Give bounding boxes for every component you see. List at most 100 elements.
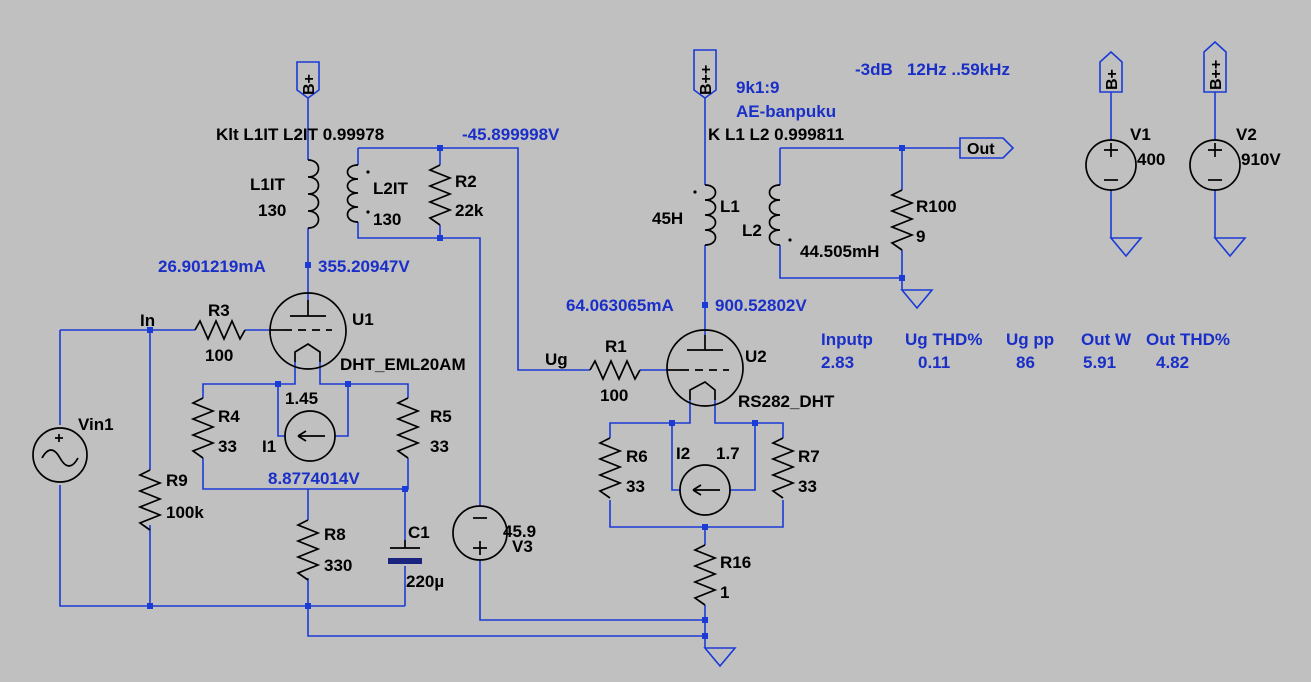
wires [59, 92, 1216, 648]
ground-symbol [1214, 237, 1246, 257]
resistor-r8[interactable] [295, 519, 321, 581]
svg-text:B++: B++ [1208, 60, 1225, 90]
svg-text:8.8774014V: 8.8774014V [268, 469, 360, 488]
svg-text:130: 130 [373, 210, 401, 229]
svg-text:R7: R7 [798, 447, 820, 466]
current-source-i2[interactable] [679, 464, 731, 516]
svg-text:45.9: 45.9 [503, 522, 536, 541]
capacitor-c1[interactable] [388, 540, 422, 564]
resistor-r2[interactable] [427, 164, 453, 226]
svg-text:V1: V1 [1130, 125, 1151, 144]
svg-text:R16: R16 [720, 553, 751, 572]
svg-text:Out: Out [967, 141, 995, 158]
svg-text:R100: R100 [916, 197, 957, 216]
svg-text:I2: I2 [676, 444, 690, 463]
svg-text:910V: 910V [1241, 150, 1281, 169]
junctions [147, 145, 905, 639]
svg-text:130: 130 [258, 201, 286, 220]
ground-symbol [901, 289, 933, 309]
svg-text:64.063065mA: 64.063065mA [566, 296, 674, 315]
results-header: Out W [1081, 330, 1132, 349]
results-value: 2.83 [821, 353, 854, 372]
resistor-r4[interactable] [190, 397, 216, 459]
triode-u1[interactable] [269, 292, 347, 370]
svg-text:33: 33 [798, 477, 817, 496]
svg-text:AE-banpuku: AE-banpuku [736, 102, 836, 121]
voltage-source-v2[interactable] [1189, 139, 1241, 191]
svg-text:R5: R5 [430, 407, 452, 426]
svg-text:R6: R6 [626, 447, 648, 466]
results-value: 4.82 [1156, 353, 1189, 372]
voltage-source-v1[interactable] [1085, 139, 1137, 191]
svg-text:R9: R9 [166, 471, 188, 490]
svg-text:33: 33 [430, 437, 449, 456]
resistor-r5[interactable] [395, 397, 421, 459]
svg-text:I1: I1 [262, 437, 276, 456]
svg-text:RS282_DHT: RS282_DHT [738, 392, 835, 411]
svg-text:V2: V2 [1236, 125, 1257, 144]
svg-text:R1: R1 [605, 337, 627, 356]
svg-text:U1: U1 [352, 310, 374, 329]
inductor-l2it[interactable] [346, 164, 359, 223]
svg-text:22k: 22k [455, 201, 484, 220]
svg-text:1.7: 1.7 [716, 444, 740, 463]
svg-text:K L1 L2 0.999811: K L1 L2 0.999811 [708, 125, 844, 144]
component-labels: Klt L1IT L2IT 0.99978 L1IT 130 L2IT 130 … [78, 125, 1281, 602]
svg-text:1: 1 [720, 583, 729, 602]
voltage-source-vin1[interactable] [32, 427, 88, 483]
svg-text:400: 400 [1137, 150, 1165, 169]
svg-text:Klt L1IT L2IT 0.99978: Klt L1IT L2IT 0.99978 [216, 125, 384, 144]
resistor-r3[interactable] [194, 318, 246, 342]
svg-text:Vin1: Vin1 [78, 415, 114, 434]
svg-text:C1: C1 [408, 523, 430, 542]
results-header: Ug pp [1006, 330, 1054, 349]
resistor-r9[interactable] [137, 469, 163, 531]
svg-text:33: 33 [218, 437, 237, 456]
results-header: Ug THD% [905, 330, 982, 349]
node-annotations: -45.899998V 26.901219mA 355.20947V 8.877… [158, 60, 1010, 488]
svg-text:V3: V3 [512, 537, 533, 556]
svg-text:100k: 100k [166, 503, 204, 522]
resistor-r1[interactable] [589, 358, 641, 382]
svg-text:DHT_EML20AM: DHT_EML20AM [340, 355, 466, 374]
svg-text:B+: B+ [1104, 69, 1121, 90]
resistor-r7[interactable] [770, 437, 796, 499]
resistor-r100[interactable] [889, 189, 915, 251]
port-out[interactable]: Out [959, 137, 1015, 159]
svg-text:R2: R2 [455, 172, 477, 191]
svg-text:L1: L1 [720, 197, 740, 216]
svg-text:B+: B+ [301, 74, 318, 95]
results-value: 5.91 [1083, 353, 1116, 372]
net-label-in: In [140, 311, 155, 330]
ground-symbol [704, 647, 736, 667]
svg-text:33: 33 [626, 477, 645, 496]
resistor-r16[interactable] [692, 544, 718, 606]
svg-text:R3: R3 [208, 301, 230, 320]
voltage-source-v3[interactable] [452, 505, 508, 561]
svg-text:-45.899998V: -45.899998V [462, 125, 560, 144]
svg-text:L2: L2 [742, 221, 762, 240]
triode-u2[interactable] [666, 329, 744, 407]
svg-text:355.20947V: 355.20947V [318, 257, 410, 276]
results-table: Inputp Ug THD% Ug pp Out W Out THD% 2.83… [821, 330, 1230, 372]
svg-text:100: 100 [600, 386, 628, 405]
svg-text:44.505mH: 44.505mH [800, 242, 879, 261]
svg-text:R8: R8 [324, 525, 346, 544]
inductor-l1it[interactable] [307, 159, 320, 229]
inductor-l2[interactable] [768, 184, 781, 246]
svg-text:U2: U2 [745, 347, 767, 366]
current-source-i1[interactable] [284, 410, 336, 462]
net-label-ug: Ug [545, 350, 568, 369]
port-bplusplus-u2[interactable]: B++ [693, 49, 717, 99]
inductor-l1[interactable] [704, 184, 717, 246]
port-bplus-u1[interactable]: B+ [296, 61, 320, 99]
resistor-r6[interactable] [597, 437, 623, 499]
svg-text:220µ: 220µ [406, 572, 444, 591]
port-bplus-v1[interactable]: B+ [1099, 50, 1123, 93]
results-value: 0.11 [918, 353, 950, 372]
svg-text:B++: B++ [698, 65, 715, 95]
svg-text:100: 100 [205, 346, 233, 365]
port-bplusplus-v2[interactable]: B++ [1203, 40, 1227, 93]
svg-text:R4: R4 [218, 407, 240, 426]
